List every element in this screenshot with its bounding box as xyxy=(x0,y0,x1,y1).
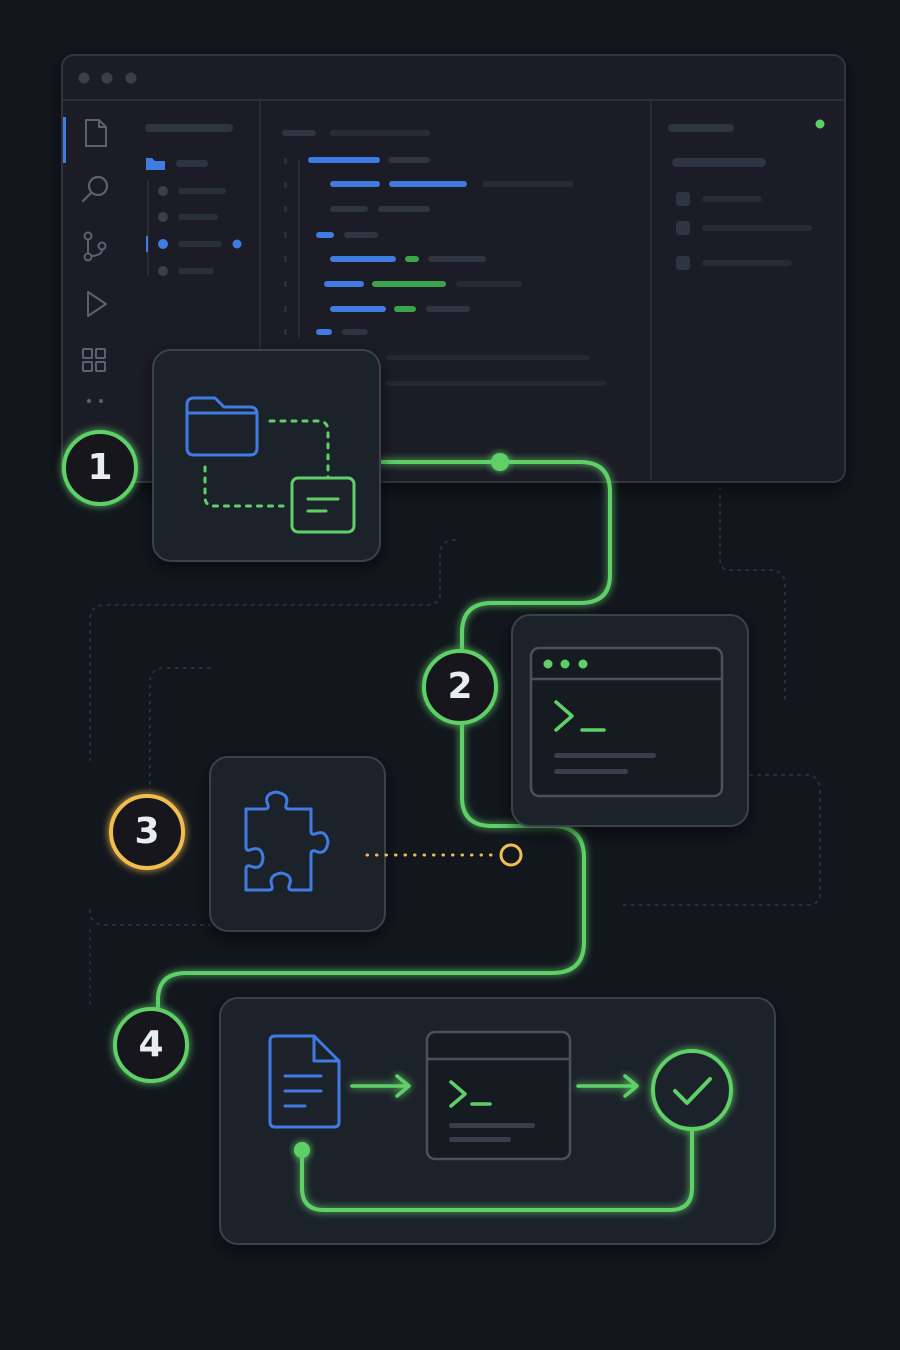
background-dotted-paths xyxy=(89,479,821,1011)
code-area xyxy=(282,130,606,386)
terminal-icon xyxy=(425,1030,572,1161)
files-icon[interactable] xyxy=(85,119,107,147)
flow-node xyxy=(491,453,509,471)
step-1-number: 1 xyxy=(87,447,113,488)
step-3-badge xyxy=(109,794,185,870)
step-badges xyxy=(62,430,498,1083)
run-icon[interactable] xyxy=(87,291,107,317)
file-terminal-check-loop-icon xyxy=(268,1030,733,1212)
step-2-number: 2 xyxy=(447,666,473,707)
terminal-window-icon xyxy=(529,646,724,798)
activity-bar[interactable] xyxy=(63,117,109,403)
flow-path xyxy=(156,460,612,1010)
more-icon[interactable] xyxy=(87,399,103,403)
step-4-card[interactable] xyxy=(219,997,776,1245)
step-3-number: 3 xyxy=(134,811,160,852)
explorer-tree xyxy=(145,124,242,276)
step-4-number: 4 xyxy=(138,1024,164,1065)
loop-back-path xyxy=(300,1128,694,1212)
step-2-badge xyxy=(422,649,498,725)
step-2-card[interactable] xyxy=(511,614,749,827)
status-dot xyxy=(815,119,825,129)
step-1-card[interactable] xyxy=(152,349,381,562)
folder-icon xyxy=(146,158,165,170)
arrow-right-icon xyxy=(576,1074,639,1098)
step-3-endpoint xyxy=(499,843,523,867)
arrow-right-icon xyxy=(350,1074,411,1098)
document-icon xyxy=(268,1034,341,1129)
search-icon[interactable] xyxy=(81,175,109,203)
step-1-badge xyxy=(62,430,138,506)
right-panel xyxy=(668,119,825,270)
check-circle-icon xyxy=(651,1049,733,1131)
folder-to-file-icon xyxy=(185,396,356,534)
step-3-card[interactable] xyxy=(209,756,386,932)
step-4-badge xyxy=(113,1007,189,1083)
puzzle-icon xyxy=(244,790,330,892)
window-dots xyxy=(78,72,137,84)
extensions-icon[interactable] xyxy=(82,348,106,372)
source-control-icon[interactable] xyxy=(83,231,107,262)
